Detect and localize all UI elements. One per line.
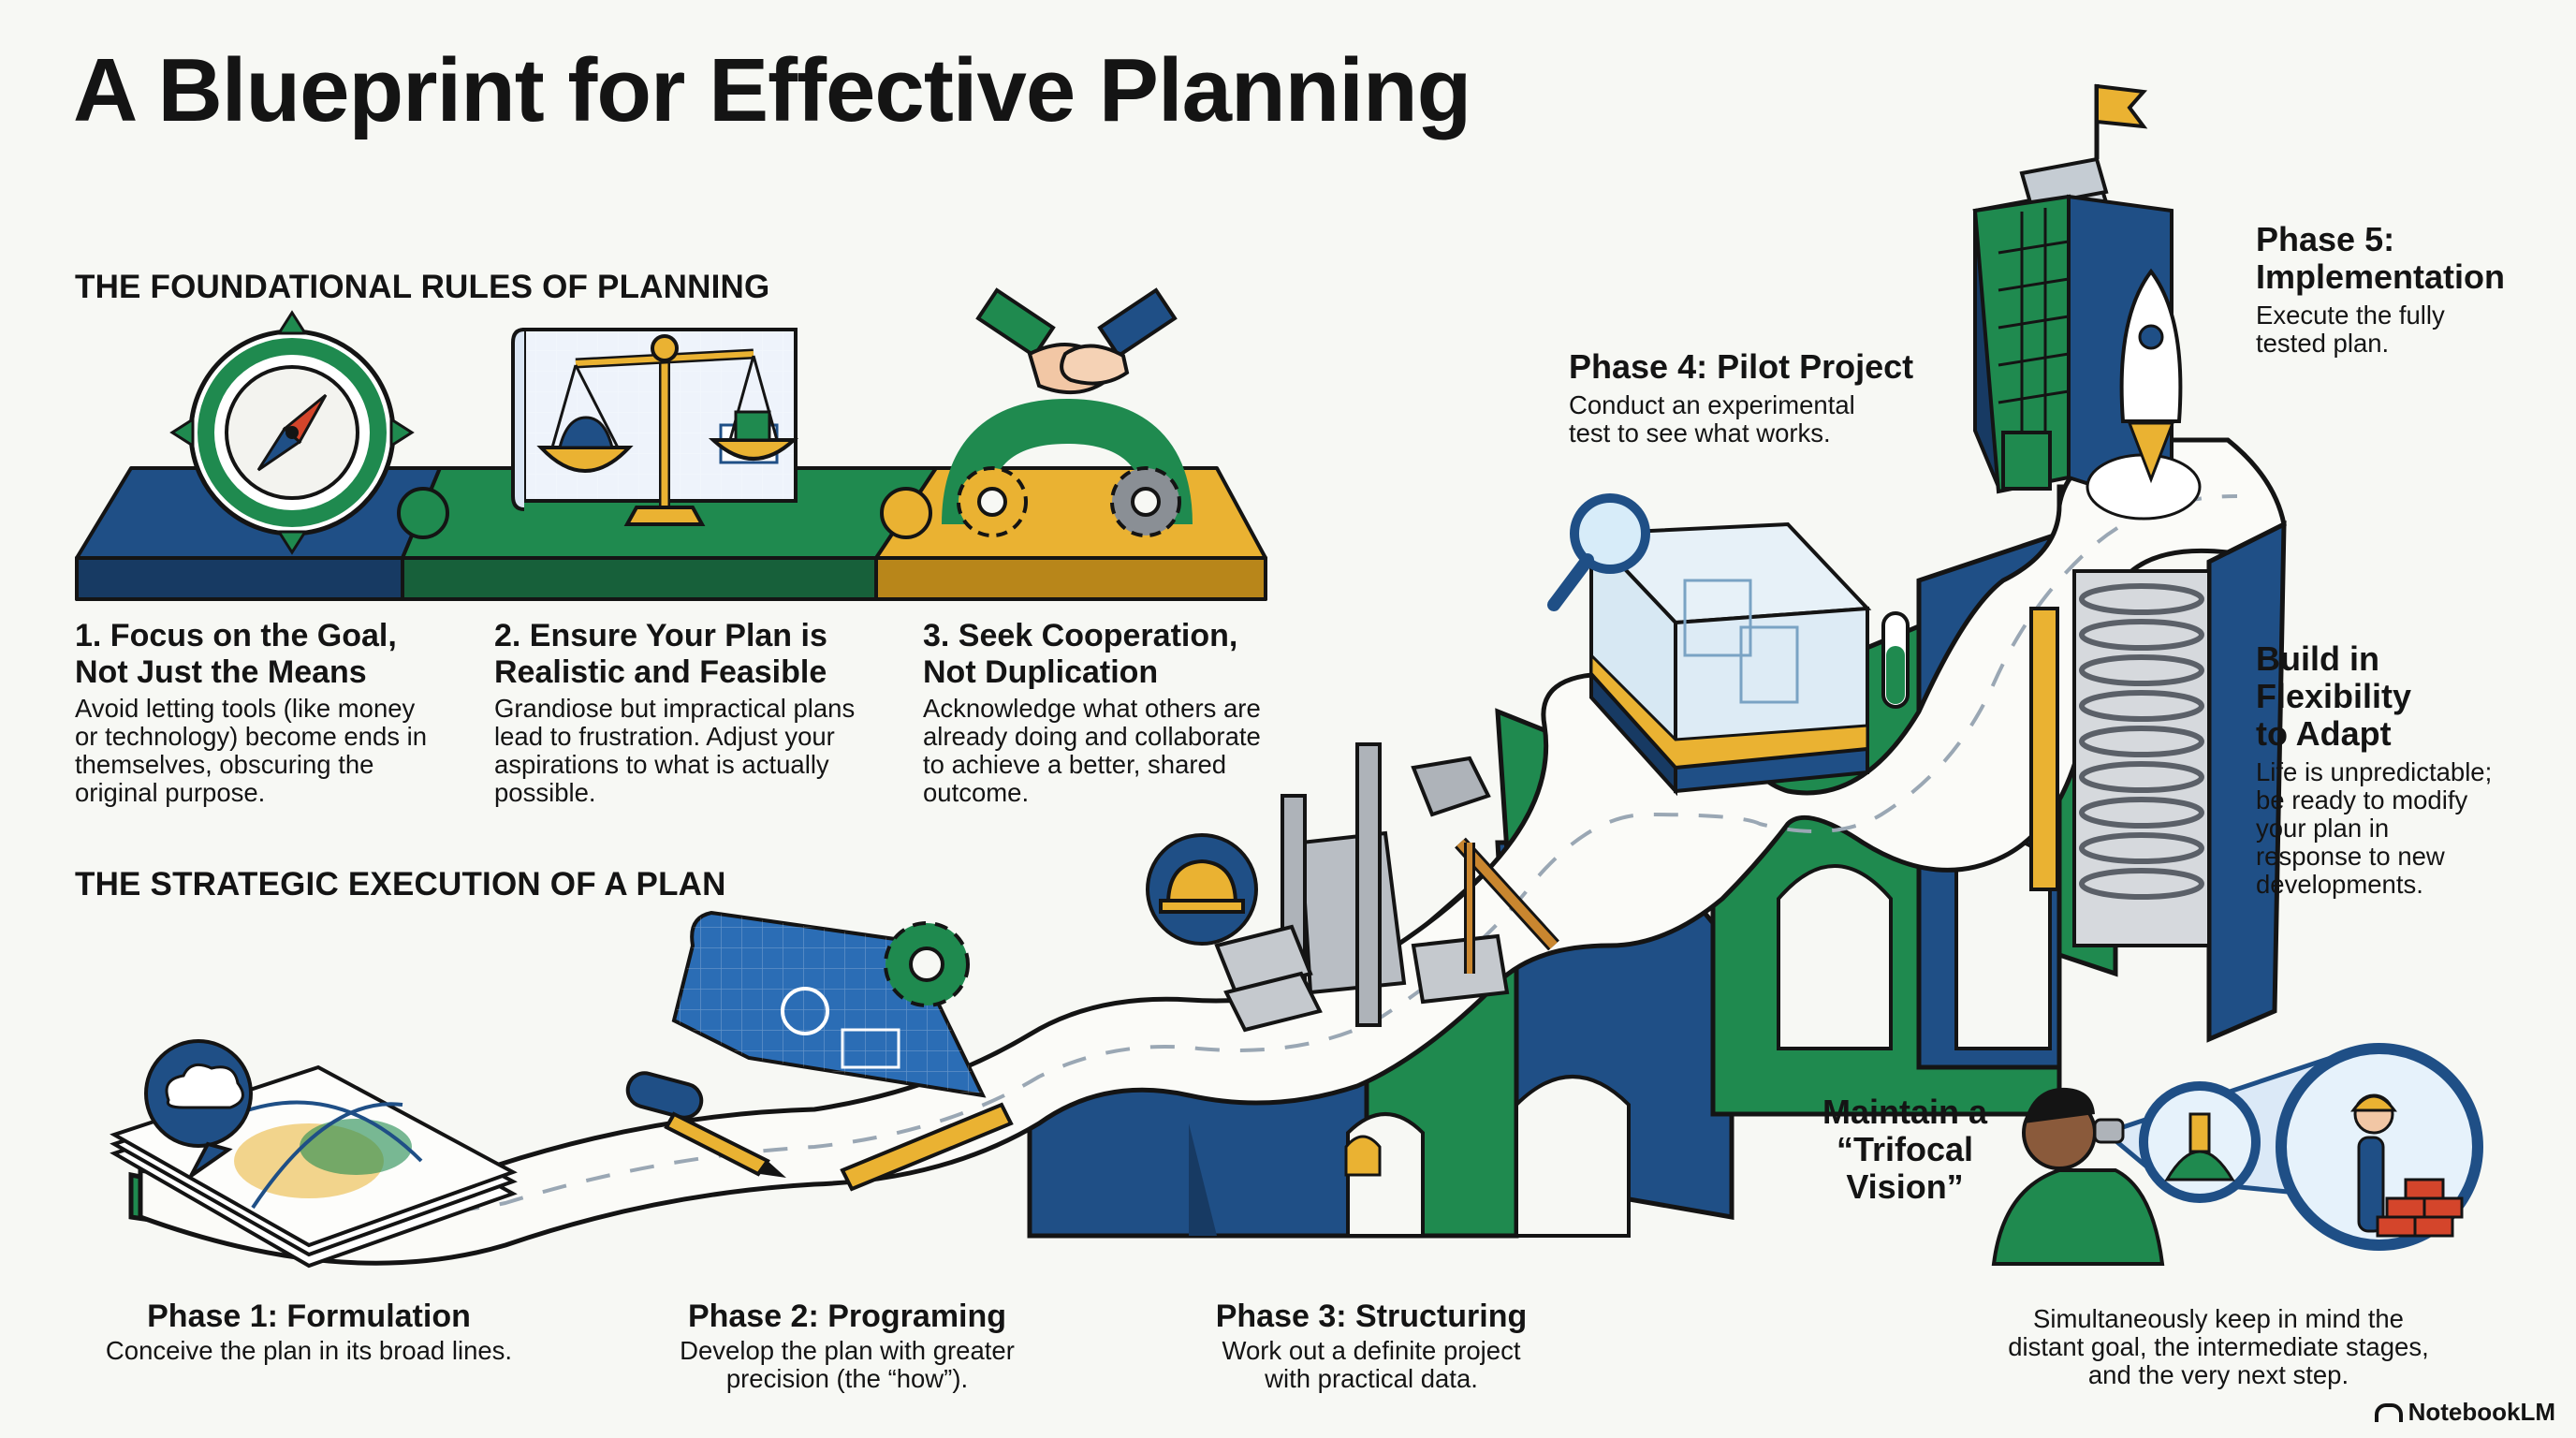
phase-3-label: Phase 3: Structuring Work out a definite… xyxy=(1161,1298,1582,1393)
trifocal-heading: Maintain a “Trifocal Vision” xyxy=(1822,1093,1988,1206)
phase-1-body: Conceive the plan in its broad lines. xyxy=(105,1336,513,1365)
phase-4-label: Phase 4: Pilot Project Conduct an experi… xyxy=(1569,348,1962,448)
rule-1-heading: 1. Focus on the Goal, Not Just the Means xyxy=(75,618,397,690)
rule-card-3: 3. Seek Cooperation, Not Duplication Ack… xyxy=(923,618,1316,807)
flexibility-heading: Build in Flexibility to Adapt xyxy=(2256,639,2412,753)
notebooklm-icon xyxy=(2374,1402,2403,1422)
phase-4-body: Conduct an experimental test to see what… xyxy=(1569,390,1855,448)
phase4-test-chamber-icon xyxy=(1547,493,1910,797)
phase-1-label: Phase 1: Formulation Conceive the plan i… xyxy=(94,1298,524,1365)
phase2-blueprint-icon xyxy=(625,910,1014,1192)
phase-5-label: Phase 5: Implementation Execute the full… xyxy=(2256,221,2565,358)
phase3-construction-icon xyxy=(1146,742,1559,1033)
phase-2-body: Develop the plan with greater precision … xyxy=(680,1336,1015,1393)
phase-2-label: Phase 2: Programing Develop the plan wit… xyxy=(627,1298,1067,1393)
section-heading-rules: THE FOUNDATIONAL RULES OF PLANNING xyxy=(75,269,770,305)
trifocal-body: Simultaneously keep in mind the distant … xyxy=(2008,1304,2429,1389)
phase-1-heading: Phase 1: Formulation xyxy=(147,1299,471,1334)
compass-icon xyxy=(169,310,415,555)
section-heading-execution: THE STRATEGIC EXECUTION OF A PLAN xyxy=(75,866,726,902)
phase5-building-icon xyxy=(1972,83,2211,947)
phase-5-body: Execute the fully tested plan. xyxy=(2256,301,2445,358)
phase-3-body: Work out a definite project with practic… xyxy=(1222,1336,1521,1393)
rule-1-body: Avoid letting tools (like money or techn… xyxy=(75,694,428,807)
flexibility-body: Life is unpredictable; be ready to modif… xyxy=(2256,757,2493,899)
brand-label: NotebookLM xyxy=(2408,1398,2555,1426)
phase1-notebook-icon xyxy=(110,1039,518,1269)
phase-3-heading: Phase 3: Structuring xyxy=(1215,1299,1528,1334)
rule-card-1: 1. Focus on the Goal, Not Just the Means… xyxy=(75,618,468,807)
rule-3-body: Acknowledge what others are already doin… xyxy=(923,694,1261,807)
phase-5-heading: Phase 5: Implementation xyxy=(2256,220,2506,296)
rule-card-2: 2. Ensure Your Plan is Realistic and Fea… xyxy=(494,618,887,807)
rule-2-body: Grandiose but impractical plans lead to … xyxy=(494,694,856,807)
flexibility-callout: Build in Flexibility to Adapt Life is un… xyxy=(2256,640,2565,899)
phase-2-heading: Phase 2: Programing xyxy=(687,1299,1007,1334)
rule-3-heading: 3. Seek Cooperation, Not Duplication xyxy=(923,618,1238,690)
handshake-gears-icon xyxy=(942,287,1193,537)
rule-2-heading: 2. Ensure Your Plan is Realistic and Fea… xyxy=(494,618,827,690)
brand-mark: NotebookLM xyxy=(2374,1398,2555,1427)
trifocal-vision-icon xyxy=(1991,1043,2483,1266)
phase-4-heading: Phase 4: Pilot Project xyxy=(1569,347,1914,386)
scales-icon xyxy=(511,328,799,526)
page-title: A Blueprint for Effective Planning xyxy=(73,40,1471,140)
